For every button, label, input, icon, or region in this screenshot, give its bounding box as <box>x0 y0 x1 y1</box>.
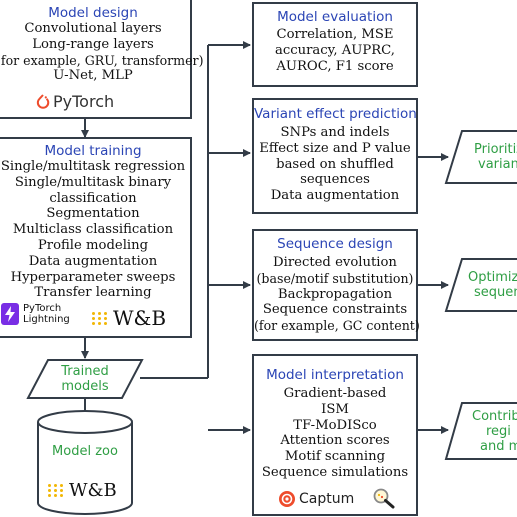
captum-icon <box>279 491 295 507</box>
wandb-label: W&B <box>69 480 117 501</box>
sequence-design-line: Backpropagation <box>277 286 393 302</box>
variant-effect-line: SNPs and indels <box>280 125 390 140</box>
magnifier-icon <box>373 488 395 509</box>
captum-logo: Captum <box>278 490 354 508</box>
model-training-box: Model training Single/multitask regressi… <box>0 137 192 338</box>
model-training-line: Single/multitask binary <box>14 174 172 190</box>
interpretation-output-shape <box>444 402 517 460</box>
sequence-design-line: Sequence constraints <box>262 302 408 318</box>
model-interpretation-box: Model interpretation Gradient-based ISM … <box>252 354 418 516</box>
wandb-dots-icon <box>92 311 108 325</box>
sequence-design-line: (for example, GC content) <box>254 318 420 334</box>
model-training-line: Segmentation <box>46 206 140 222</box>
variant-effect-title: Variant effect prediction <box>254 106 417 122</box>
model-interpretation-line: Attention scores <box>280 433 390 449</box>
variant-effect-box: Variant effect prediction SNPs and indel… <box>252 98 418 214</box>
model-design-box: Model design Convolutional layers Long-r… <box>0 0 204 119</box>
model-design-line: (for example, GRU, transformer) <box>0 52 204 68</box>
model-design-line: Convolutional layers <box>24 21 162 36</box>
model-design-title: Model design <box>48 5 138 21</box>
model-training-title: Model training <box>44 143 142 159</box>
design-output-shape <box>444 258 517 312</box>
model-evaluation-line: AUROC, F1 score <box>276 58 394 74</box>
model-evaluation-line: accuracy, AUPRC, <box>274 42 395 58</box>
wandb-label: W&B <box>113 306 167 330</box>
model-training-line: Single/multitask regression <box>0 159 186 174</box>
lightning-label-2: Lightning <box>23 314 70 325</box>
model-zoo-wandb-logo: W&B <box>48 480 117 501</box>
sequence-design-title: Sequence design <box>277 236 393 252</box>
trained-models-label: Trained models <box>61 364 109 394</box>
wandb-dots-icon <box>48 484 64 497</box>
model-evaluation-box: Model evaluation Correlation, MSE accura… <box>252 2 418 87</box>
model-training-line: classification <box>49 190 137 206</box>
interpretation-output-label: Contrib regi and m <box>472 409 517 454</box>
model-training-line: Transfer learning <box>34 285 152 301</box>
variant-effect-line: sequences <box>300 172 370 188</box>
lightning-label-1: PyTorch <box>23 303 62 314</box>
model-interpretation-line: Sequence simulations <box>261 464 409 480</box>
model-interpretation-title: Model interpretation <box>266 367 404 383</box>
model-evaluation-line: Correlation, MSE <box>276 27 394 42</box>
variant-output-shape <box>444 130 517 184</box>
model-interpretation-line: TF-MoDISco <box>293 417 377 433</box>
sequence-design-box: Sequence design Directed evolution (base… <box>252 229 420 341</box>
model-training-line: Hyperparameter sweeps <box>10 269 176 285</box>
variant-output-label: Prioritiz varian <box>474 142 517 172</box>
trained-models-shape <box>26 359 144 399</box>
model-interpretation-line: Gradient-based <box>283 386 387 401</box>
model-training-line: Multiclass classification <box>12 222 174 238</box>
model-zoo-title: Model zoo <box>52 444 118 459</box>
model-training-line: Profile modeling <box>37 237 149 253</box>
lightning-bolt-icon <box>1 303 19 325</box>
pytorch-lightning-logo: PyTorch Lightning <box>1 303 70 325</box>
model-training-line: Data augmentation <box>28 253 158 269</box>
pytorch-logo: PyTorch <box>36 92 114 111</box>
model-design-line: Long-range layers <box>32 36 154 52</box>
variant-effect-line: Data augmentation <box>270 188 400 204</box>
model-design-line: U-Net, MLP <box>53 68 133 84</box>
design-output-label: Optimiz sequen <box>468 270 517 300</box>
variant-effect-line: Effect size and P value <box>259 140 411 156</box>
pytorch-flame-icon <box>36 93 50 109</box>
model-interpretation-line: ISM <box>321 401 349 417</box>
captum-label: Captum <box>299 491 355 507</box>
wandb-logo: W&B <box>92 306 166 330</box>
model-evaluation-title: Model evaluation <box>277 9 393 25</box>
sequence-design-line: (base/motif substitution) <box>256 270 414 286</box>
variant-effect-line: based on shuffled <box>276 156 394 172</box>
model-interpretation-line: Motif scanning <box>284 449 386 465</box>
pytorch-label: PyTorch <box>53 92 115 111</box>
sequence-design-line: Directed evolution <box>273 255 397 270</box>
